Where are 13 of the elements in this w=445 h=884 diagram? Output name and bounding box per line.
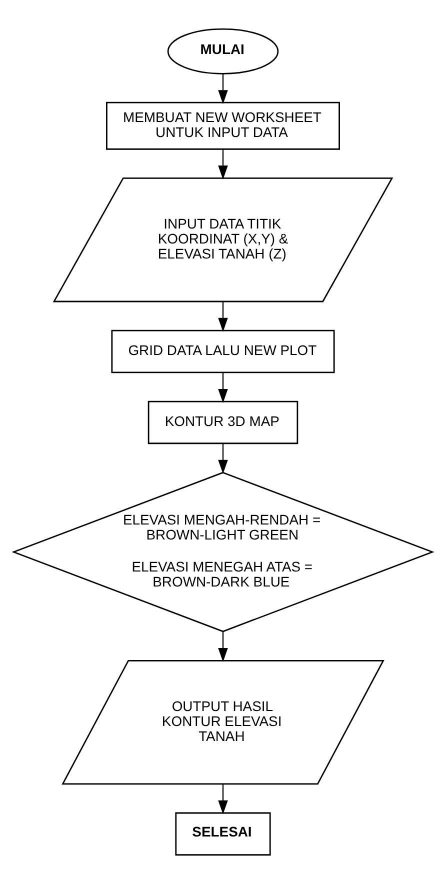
- arrow: [218, 784, 228, 814]
- node-diamond: ELEVASI MENGAH-RENDAH = BROWN-LIGHT GREEN ELEVASI MENEGAH ATAS = BROWN-DARK BLUE: [11, 472, 434, 632]
- node-ellipse: MULAI: [166, 28, 278, 74]
- arrow: [218, 372, 228, 403]
- arrow: [218, 632, 228, 662]
- arrow: [218, 74, 228, 104]
- arrow: [218, 150, 228, 180]
- node-box: KONTUR 3D MAP: [147, 400, 298, 444]
- node-box: MEMBUAT NEW WORKSHEET UNTUK INPUT DATA: [106, 102, 340, 150]
- node-box: GRID DATA LALU NEW PLOT: [110, 330, 334, 374]
- arrow: [218, 302, 228, 332]
- node-box: SELESAI: [174, 812, 270, 856]
- arrow: [218, 444, 228, 474]
